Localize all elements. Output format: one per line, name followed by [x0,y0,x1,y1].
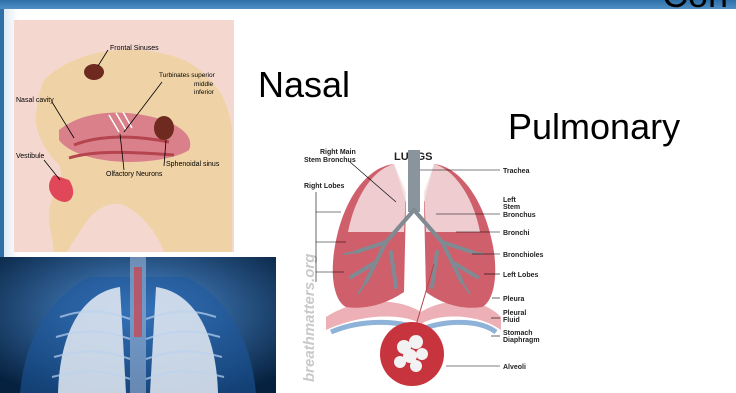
pleural-fluid-label-2: Fluid [503,317,520,324]
nasal-cavity-label: Nasal cavity [16,97,54,104]
right-main-label-2: Stem Bronchus [304,157,356,164]
sphenoidal-sinus-shape [154,116,174,140]
slide-title-cut: Con [662,0,728,16]
slide-top-bar [0,0,736,9]
sphenoidal-sinus-label: Sphenoidal sinus [166,161,220,168]
turbinates-label: Turbinates superior [159,72,216,79]
turbinates-inferior-label: inferior [194,89,215,96]
nasal-label: Nasal [258,64,350,106]
left-stem-label-2: Stem [503,204,520,211]
diaphragm-label: Diaphragm [503,337,540,344]
lungs-anatomy-diagram: breathmatters.org LUNGS [286,142,576,392]
bronchi-label: Bronchi [503,230,530,237]
chest-xray-illustration [0,257,276,393]
nasal-anatomy-diagram: Frontal Sinuses Turbinates superior midd… [14,20,234,252]
frontal-sinuses-label: Frontal Sinuses [110,45,159,52]
left-lobes-label: Left Lobes [503,272,538,279]
xray-trachea [134,267,142,337]
bronchioles-label: Bronchioles [503,252,544,259]
left-stem-label-3: Bronchus [503,212,536,219]
frontal-sinus-shape [84,64,104,80]
lungs-anatomy-image: breathmatters.org LUNGS [286,142,576,392]
olfactory-neurons-label: Olfactory Neurons [106,171,163,178]
turbinates-middle-label: middle [194,81,214,88]
right-main-label-1: Right Main [320,149,356,156]
alveoli-label: Alveoli [503,364,526,371]
stomach-label: Stomach [503,330,533,337]
trachea-shape [408,150,420,212]
right-lobes-label: Right Lobes [304,183,345,190]
vestibule-label: Vestibule [16,153,45,160]
pleural-fluid-label-1: Pleural [503,310,526,317]
watermark-text: breathmatters.org [301,254,318,382]
trachea-label: Trachea [503,168,530,175]
left-stem-label-1: Left [503,197,517,204]
pleura-label: Pleura [503,296,525,303]
nasal-anatomy-image: Frontal Sinuses Turbinates superior midd… [14,20,234,252]
chest-xray-image [0,257,276,393]
